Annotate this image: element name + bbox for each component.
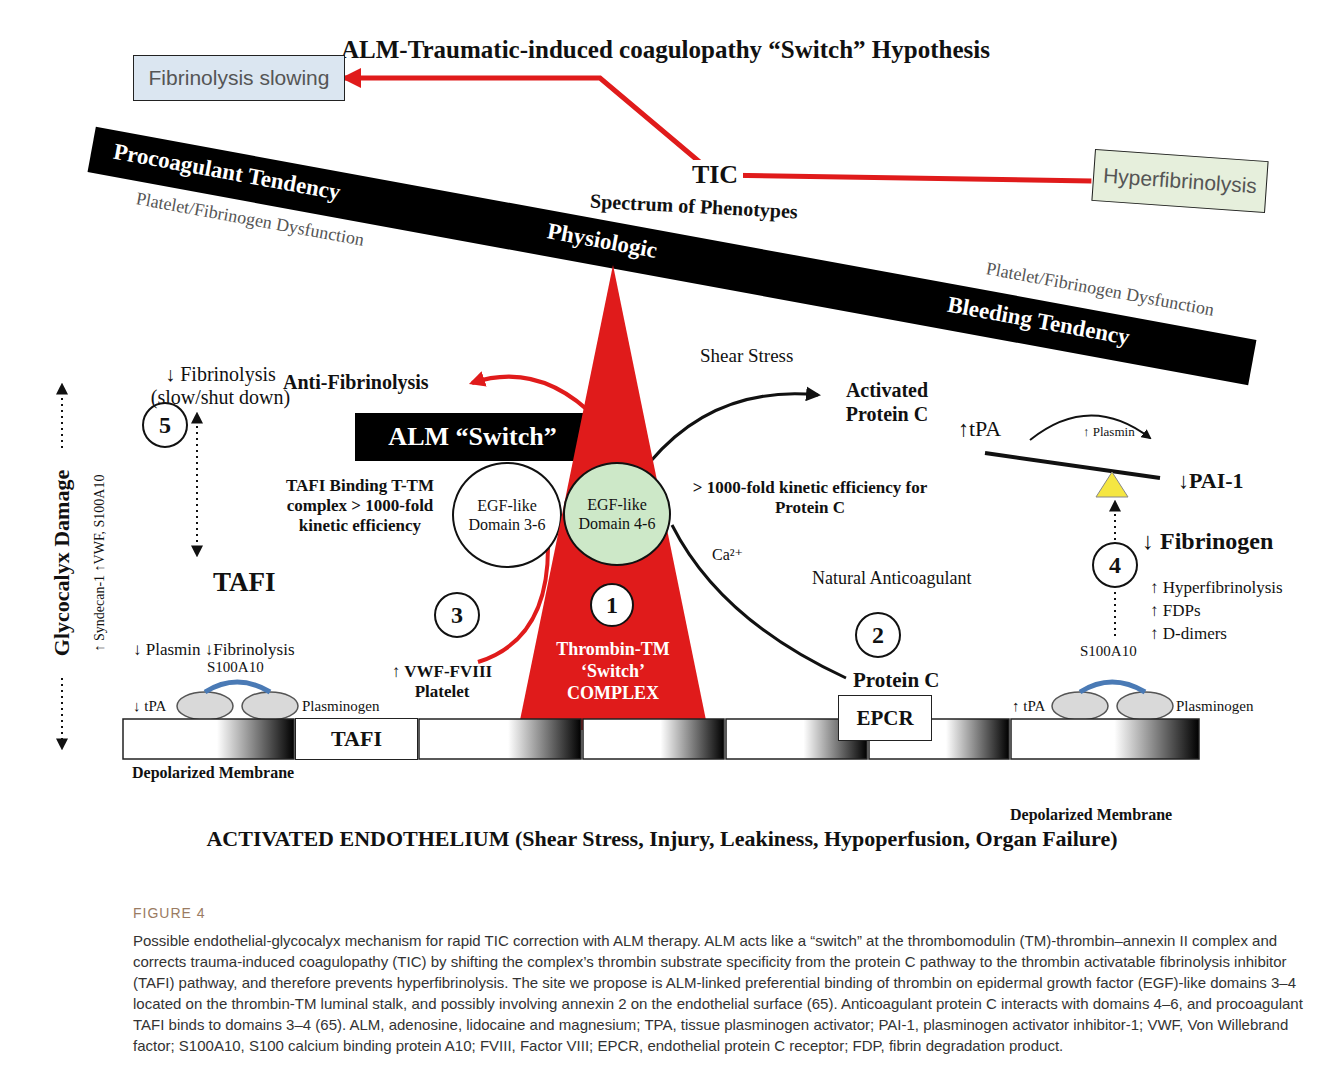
- pathway-label: Anti-Fibrinolysis: [283, 371, 429, 394]
- egf-domain-circle: EGF-like Domain 3-6: [452, 462, 562, 568]
- figure-number: FIGURE 4: [133, 905, 206, 921]
- membrane-segment: [583, 719, 724, 759]
- membrane-protein-box: TAFI: [295, 718, 418, 760]
- node-text: EGF-like Domain 4-6: [574, 495, 660, 533]
- node-text: 1: [606, 592, 618, 619]
- note: ↑ D-dimers: [1150, 624, 1227, 644]
- protein-label: ↑ VWF-FVIII Platelet: [372, 662, 512, 702]
- protein-label: Plasminogen: [1176, 698, 1254, 715]
- switch-box: ALM “Switch”: [355, 413, 590, 461]
- note: > 1000-fold kinetic efficiency for Prote…: [690, 478, 930, 518]
- protein-label: ↓ Fibrinogen: [1142, 528, 1273, 555]
- protein-label: ↑ tPA: [1012, 698, 1045, 715]
- membrane-segment: [123, 719, 294, 759]
- receptor-box: EPCR: [838, 695, 932, 741]
- note: ↑ Hyperfibrinolysis: [1150, 578, 1283, 598]
- membrane-segment: [419, 719, 581, 759]
- membrane-segment: [296, 719, 417, 759]
- protein-label: ↑tPA: [958, 416, 1001, 442]
- bar-text: Physiologic: [545, 218, 659, 264]
- protein-label: S100A10: [207, 659, 264, 676]
- axis-label: Glycocalyx Damage: [49, 453, 75, 673]
- membrane-text: Depolarized Membrane: [1010, 806, 1172, 824]
- protein-label: Protein C: [853, 668, 940, 693]
- figure-caption: Possible endothelial-glycocalyx mechanis…: [133, 930, 1313, 1056]
- protein-label: TAFI: [213, 567, 276, 598]
- node-text: EPCR: [856, 706, 913, 731]
- node-text: 5: [159, 412, 171, 439]
- balance-beam: [985, 453, 1160, 478]
- ion-label: Ca²⁺: [712, 545, 743, 564]
- note: Shear Stress: [700, 345, 793, 367]
- node-text: Thrombin-TM ‘Switch’ COMPLEX: [543, 638, 683, 704]
- egf-domain-circle: EGF-like Domain 4-6: [563, 462, 671, 566]
- protein-label: ↓ tPA: [133, 698, 166, 715]
- node-text: 3: [451, 602, 463, 629]
- phenotype-box: Hyperfibrinolysis: [1091, 149, 1268, 213]
- node-text: TAFI: [331, 726, 382, 752]
- node-text: Fibrinolysis slowing: [149, 66, 330, 90]
- protein-label: ↑ Plasmin: [1083, 424, 1135, 440]
- node-text: EGF-like Domain 3-6: [464, 496, 550, 534]
- note: TAFI Binding T-TM complex > 1000-fold ki…: [270, 476, 450, 536]
- membrane-text: Depolarized Membrane: [132, 764, 294, 782]
- triangle-fill: [518, 265, 708, 730]
- callout-number: 1: [590, 583, 634, 627]
- membrane-segment: [1011, 719, 1199, 759]
- protein-label: Plasminogen: [302, 698, 380, 715]
- spectrum-bar: Procoagulant TendencyPhysiologicBleeding…: [88, 127, 1257, 385]
- note: ↑ FDPs: [1150, 601, 1201, 621]
- plasmin-arrow: [1030, 415, 1150, 440]
- callout-number: 3: [434, 592, 480, 638]
- pathway-label: Activated Protein C: [822, 378, 952, 426]
- phenotype-box: Fibrinolysis slowing: [133, 55, 345, 101]
- callout-number: 5: [142, 402, 188, 448]
- note: Natural Anticoagulant: [812, 568, 971, 589]
- protein-c-arrow: [650, 394, 818, 462]
- callout-number: 2: [855, 612, 901, 658]
- fulcrum: [1096, 472, 1128, 497]
- node-text: 4: [1109, 552, 1121, 579]
- protein-c-curve: [672, 525, 846, 678]
- protein-label: ↓PAI-1: [1178, 468, 1244, 494]
- membrane-text: ACTIVATED ENDOTHELIUM (Shear Stress, Inj…: [62, 826, 1262, 852]
- node-text: 2: [872, 622, 884, 649]
- edge-label: TIC: [687, 160, 743, 190]
- callout-number: 4: [1092, 542, 1138, 588]
- note: ↑ Syndecan-1 ↑VWF, S100A10: [92, 463, 108, 663]
- axis-label: Spectrum of Phenotypes: [590, 190, 799, 224]
- note: ↓ Plasmin ↓Fibrinolysis: [133, 640, 295, 660]
- node-text: ALM “Switch”: [388, 422, 556, 452]
- node-text: Hyperfibrinolysis: [1102, 164, 1257, 199]
- note: ↓ Fibrinolysis (slow/shut down): [128, 363, 313, 409]
- endothelium-membrane: Depolarized MembraneDepolarized Membrane…: [122, 718, 1200, 760]
- protein-label: S100A10: [1080, 643, 1137, 660]
- membrane-segments: [122, 718, 1200, 760]
